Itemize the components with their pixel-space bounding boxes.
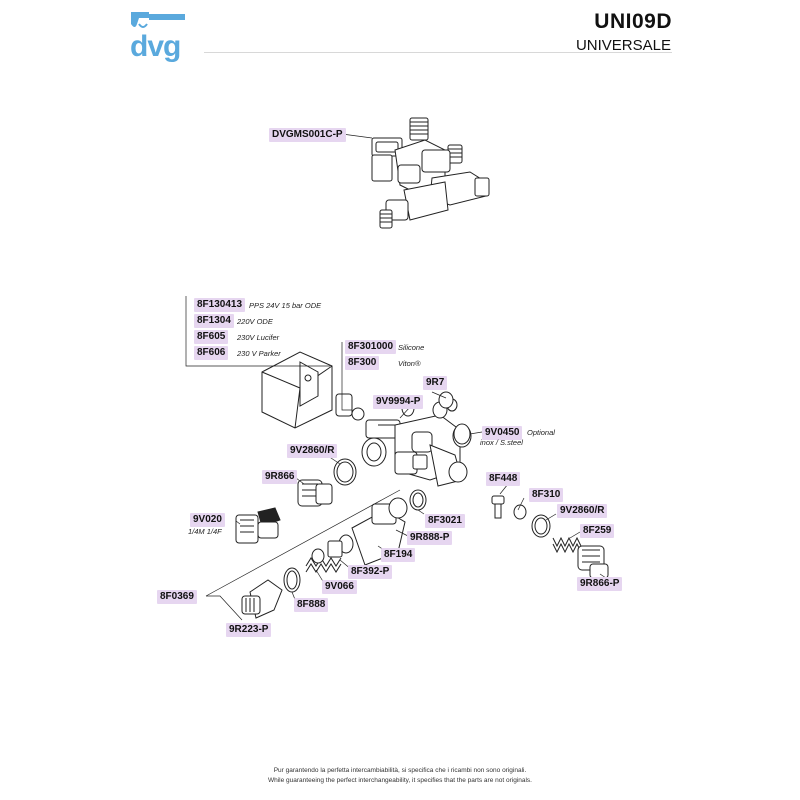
label-8f605: 8F605 [194, 330, 229, 344]
label-9r888-p: 9R888-P [407, 531, 453, 545]
nipple-9r866p-illustration [577, 545, 609, 579]
label-9r866-p: 9R866-P [577, 577, 623, 591]
complete-valve-assembly-illustration [371, 117, 490, 229]
footer-disclaimer-italian: Pur garantendo la perfetta intercambiabi… [273, 767, 527, 774]
label-8f0369: 8F0369 [157, 590, 197, 604]
footer-disclaimer-english: While guaranteeing the perfect interchan… [267, 777, 532, 784]
solenoid-coil-illustration [261, 351, 365, 429]
nut-9v066-illustration [311, 548, 325, 564]
label-9v0450: 9V0450 [482, 426, 523, 440]
label-8f130413: 8F130413 [194, 298, 246, 312]
nipple-9r866-illustration [297, 479, 333, 507]
label-8f1304: 8F1304 [194, 314, 234, 328]
spring-8f259-illustration [552, 536, 582, 554]
label-9v9994-p: 9V9994-P [373, 395, 424, 409]
label-dvgms001c-p: DVGMS001C-P [269, 128, 346, 142]
dvg-logo-mark [131, 12, 185, 28]
seal-9r7-illustration [438, 391, 454, 409]
note-8f606: 230 V Parker [237, 349, 281, 358]
note-9v020: 1/4M 1/4F [188, 527, 222, 536]
label-8f888: 8F888 [294, 598, 329, 612]
model-subtitle: UNIVERSALE [575, 37, 671, 54]
ball-valve-9v020-illustration [235, 507, 281, 544]
valve-body-illustration [361, 398, 472, 487]
label-8f606: 8F606 [194, 346, 229, 360]
note-8f130413: PPS 24V 15 bar ODE [249, 301, 322, 310]
label-8f392-p: 8F392-P [348, 565, 393, 579]
note-8f300: Viton® [398, 359, 421, 368]
label-8f3021: 8F3021 [425, 514, 465, 528]
label-9v2860-r: 9V2860/R [287, 444, 338, 458]
label-9r7: 9R7 [423, 376, 448, 390]
label-8f310: 8F310 [529, 488, 564, 502]
label-8f259: 8F259 [580, 524, 615, 538]
label-9r223-p: 9R223-P [226, 623, 272, 637]
label-9v2860-r-b: 9V2860/R [557, 504, 608, 518]
label-8f194: 8F194 [381, 548, 416, 562]
screw-8f448-illustration [491, 495, 505, 519]
label-9v066: 9V066 [322, 580, 357, 594]
label-8f301000: 8F301000 [345, 340, 397, 354]
label-9v020: 9V020 [190, 513, 225, 527]
dvg-logo-text: dvg [130, 30, 181, 63]
note-8f1304: 220V ODE [237, 317, 273, 326]
header-rule [204, 52, 672, 53]
note-9v0450-optional: Optional [527, 428, 555, 437]
note-9v0450-material: inox / S.steel [480, 438, 523, 447]
label-8f300: 8F300 [345, 356, 380, 370]
label-9r866: 9R866 [262, 470, 298, 484]
model-title: UNI09D [594, 10, 672, 33]
fitting-9r223p-illustration [241, 579, 283, 619]
note-8f605: 230V Lucifer [237, 333, 280, 342]
spring-8f392-illustration [305, 557, 342, 573]
note-8f301000: Silicone [398, 343, 425, 352]
label-8f448: 8F448 [486, 472, 521, 486]
